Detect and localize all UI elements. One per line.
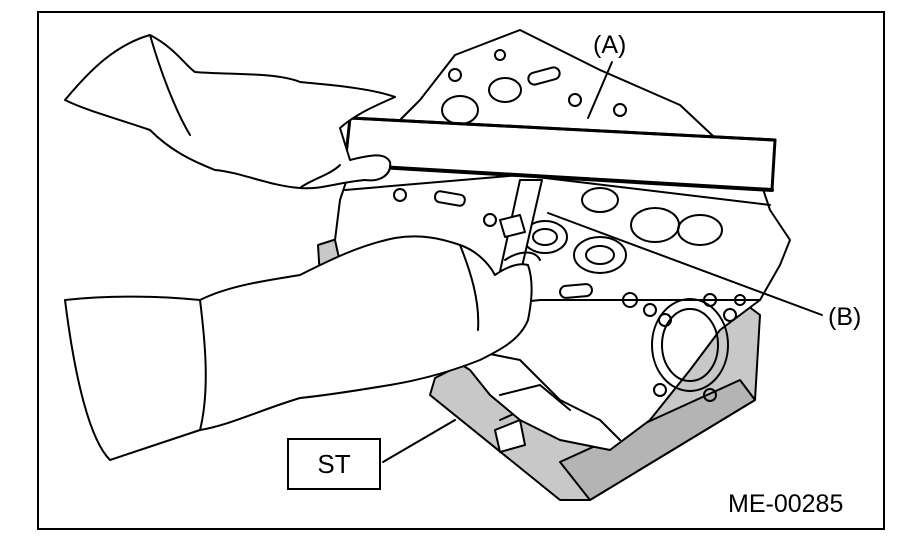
leader-line-b bbox=[547, 212, 823, 316]
figure-id: ME-00285 bbox=[728, 490, 844, 518]
leader-line-a bbox=[587, 61, 613, 119]
straight-edge-icon bbox=[343, 116, 777, 192]
callout-st-box: ST bbox=[287, 438, 381, 490]
leader-line-st bbox=[382, 419, 456, 463]
callout-b: (B) bbox=[828, 303, 862, 331]
callout-st: ST bbox=[317, 448, 351, 479]
callout-a: (A) bbox=[593, 31, 627, 59]
hand-icon bbox=[64, 34, 396, 190]
hand-icon bbox=[64, 235, 541, 461]
